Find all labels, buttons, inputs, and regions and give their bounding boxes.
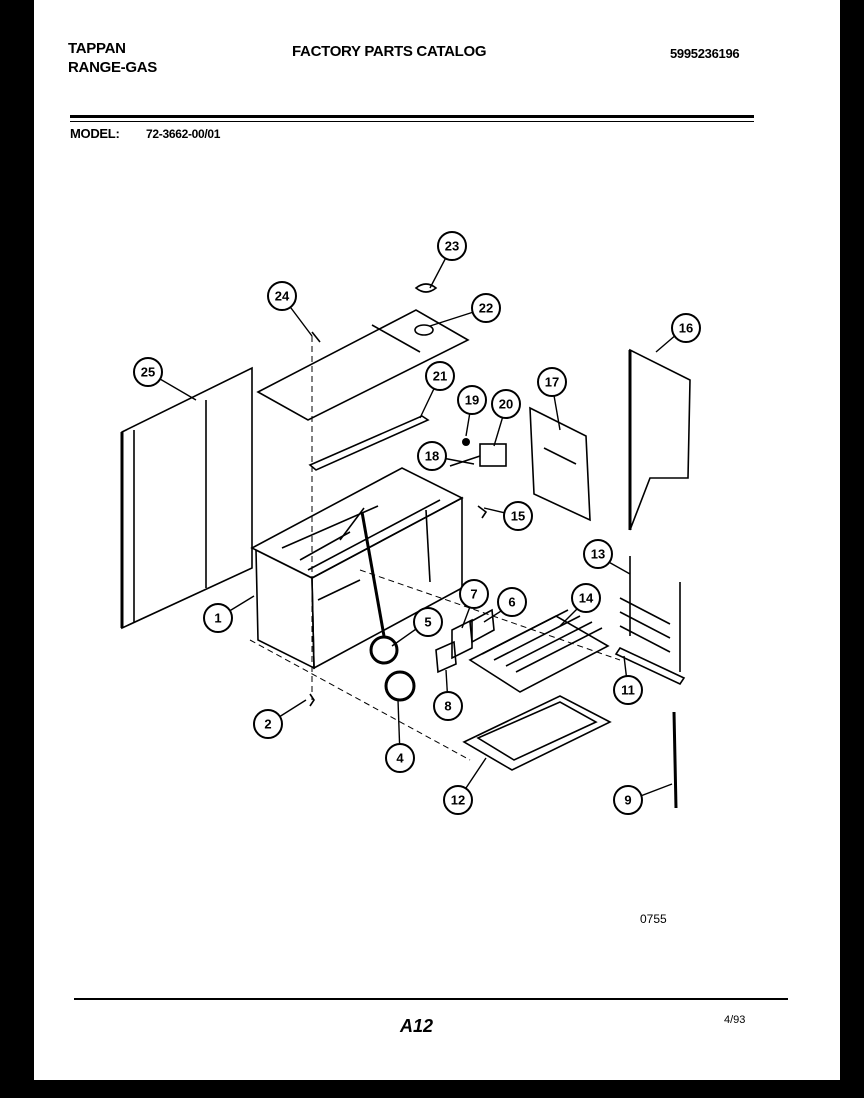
header-rule-thin	[70, 121, 754, 122]
drawing-code: 0755	[640, 912, 667, 926]
callout-9: 9	[613, 785, 643, 815]
callout-17: 17	[537, 367, 567, 397]
part-5-burner-cap	[369, 635, 399, 665]
header-rule	[70, 115, 754, 118]
svg-text:9: 9	[624, 793, 631, 808]
model-label: MODEL:	[70, 126, 120, 141]
callout-13: 13	[583, 539, 613, 569]
part-16-rear-panel	[628, 348, 691, 531]
svg-text:21: 21	[433, 369, 447, 384]
callout-6: 6	[497, 587, 527, 617]
callout-22: 22	[471, 293, 501, 323]
svg-text:23: 23	[445, 239, 459, 254]
part-21-rail	[308, 415, 430, 471]
callout-1: 1	[203, 603, 233, 633]
callout-19: 19	[457, 385, 487, 415]
svg-text:20: 20	[499, 397, 513, 412]
callout-8: 8	[433, 691, 463, 721]
part-8-bracket	[435, 640, 457, 674]
callout-7: 7	[459, 579, 489, 609]
burner-tube	[360, 511, 386, 637]
callout-16: 16	[671, 313, 701, 343]
svg-text:15: 15	[511, 509, 525, 524]
part-20-valve	[449, 443, 507, 467]
product-type: RANGE-GAS	[68, 59, 157, 76]
part-1-body	[250, 467, 464, 670]
svg-text:7: 7	[470, 587, 477, 602]
svg-text:12: 12	[451, 793, 465, 808]
part-7-bracket	[451, 618, 473, 660]
part-25-side-panel	[120, 366, 253, 630]
svg-text:22: 22	[479, 301, 493, 316]
callout-20: 20	[491, 389, 521, 419]
part-2-screw	[309, 693, 315, 707]
part-6-bracket	[469, 608, 495, 644]
svg-text:8: 8	[444, 699, 451, 714]
callout-23: 23	[437, 231, 467, 261]
svg-text:24: 24	[275, 289, 290, 304]
svg-text:18: 18	[425, 449, 439, 464]
callout-25: 25	[133, 357, 163, 387]
callout-18: 18	[417, 441, 447, 471]
part-9-rail	[672, 711, 678, 809]
svg-text:6: 6	[508, 595, 515, 610]
svg-text:1: 1	[214, 611, 221, 626]
guide-line	[249, 639, 471, 761]
part-4-burner-cap	[384, 670, 416, 702]
svg-text:19: 19	[465, 393, 479, 408]
part-11-rail	[614, 646, 686, 686]
svg-text:2: 2	[264, 717, 271, 732]
part-22-top-panel	[256, 309, 470, 421]
callout-11: 11	[613, 675, 643, 705]
svg-text:11: 11	[621, 683, 635, 698]
part-17-bracket	[529, 406, 591, 522]
catalog-sheet: TAPPAN RANGE-GAS FACTORY PARTS CATALOG 5…	[34, 0, 840, 1080]
catalog-number: 5995236196	[670, 46, 740, 61]
callout-12: 12	[443, 785, 473, 815]
svg-text:14: 14	[579, 591, 594, 606]
part-23-cap	[414, 283, 438, 293]
svg-text:25: 25	[141, 365, 155, 380]
page-number: A12	[400, 1016, 434, 1036]
brand-name: TAPPAN	[68, 40, 126, 57]
footer-rule	[74, 998, 788, 1000]
print-date: 4/93	[724, 1014, 746, 1026]
guide-line	[359, 569, 621, 661]
callout-15: 15	[503, 501, 533, 531]
svg-text:4: 4	[396, 751, 404, 766]
callout-5: 5	[413, 607, 443, 637]
part-19-knob	[462, 438, 470, 446]
part-14-oven-rack	[468, 609, 610, 693]
svg-text:17: 17	[545, 375, 559, 390]
callout-14: 14	[571, 583, 601, 613]
callout-4: 4	[385, 743, 415, 773]
part-12-broiler-pan	[462, 695, 612, 771]
part-13-rack-rails	[619, 556, 681, 672]
callout-21: 21	[425, 361, 455, 391]
callout-2: 2	[253, 709, 283, 739]
model-number: 72-3662-00/01	[146, 127, 221, 141]
callout-24: 24	[267, 281, 297, 311]
part-15-clip	[477, 505, 488, 519]
svg-text:5: 5	[424, 615, 431, 630]
catalog-title: FACTORY PARTS CATALOG	[292, 43, 487, 60]
svg-text:16: 16	[679, 321, 693, 336]
part-24-pin	[311, 331, 321, 343]
svg-text:13: 13	[591, 547, 605, 562]
